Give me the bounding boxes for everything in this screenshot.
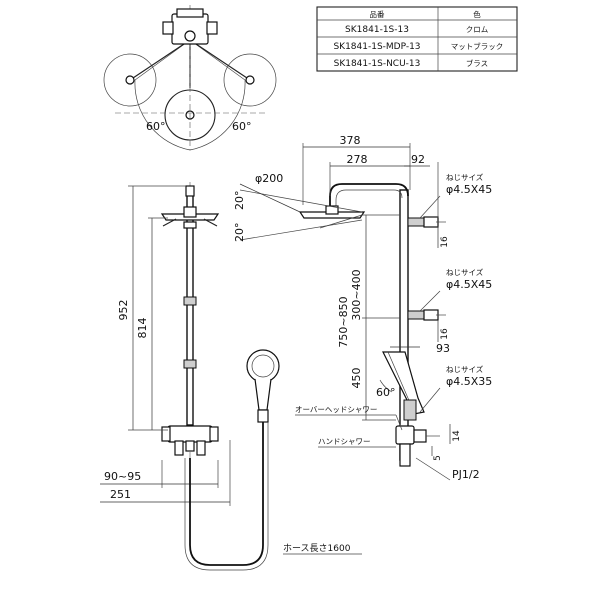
dim-head-adjust: 300~400 — [350, 269, 363, 320]
top-angle-right: 60° — [232, 120, 252, 133]
table-row-color: マットブラック — [451, 41, 504, 51]
dim-16b: 16 — [440, 328, 450, 340]
screw-size: φ4.5X35 — [446, 375, 492, 388]
dim-width: 251 — [110, 488, 131, 501]
dim-14: 14 — [452, 430, 462, 442]
dim-5: 5 — [433, 455, 443, 461]
table-row-model: SK1841-1S-13 — [345, 25, 409, 35]
front-view: 952 814 90~95 251 — [100, 182, 231, 506]
dim-16a: 16 — [440, 236, 450, 248]
dim-60: 60° — [376, 386, 396, 399]
dim-total-height: 952 — [117, 300, 130, 321]
dim-tilt-down: 20° — [233, 223, 246, 243]
side-view: φ200 20° 20° 300~400 750~850 450 378 — [233, 134, 492, 481]
spec-table: 品番 色 SK1841-1S-13 クロム SK1841-1S-MDP-13 マ… — [316, 6, 518, 72]
table-row-color: クロム — [466, 25, 489, 34]
table-header-color: 色 — [473, 9, 481, 19]
table-row-model: SK1841-1S-NCU-13 — [334, 59, 421, 69]
label-overhead-shower: オーバーヘッドシャワー — [295, 405, 377, 414]
dim-head-dia: φ200 — [255, 172, 283, 185]
screw-size: φ4.5X45 — [446, 183, 492, 196]
hose-length-label: ホース長さ1600 — [283, 543, 351, 554]
screw-size: φ4.5X45 — [446, 278, 492, 291]
table-header-model: 品番 — [370, 9, 385, 19]
label-hand-shower: ハンドシャワー — [318, 437, 371, 446]
table-row-color: ブラス — [466, 58, 488, 68]
dim-arm: 278 — [347, 153, 368, 166]
top-angle-left: 60° — [146, 120, 166, 133]
dim-offset-range: 90~95 — [104, 470, 141, 483]
dim-holder-range: 750~850 — [337, 296, 350, 347]
top-view: 60° 60° — [103, 5, 277, 151]
dim-bar-height: 814 — [136, 318, 149, 339]
label-thread: PJ1/2 — [452, 468, 480, 481]
dim-offset: 92 — [411, 153, 425, 166]
dim-450: 450 — [350, 368, 363, 389]
dim-total-width: 378 — [340, 134, 361, 147]
screw-label: ねじサイズ — [446, 364, 484, 374]
screw-label: ねじサイズ — [446, 267, 484, 277]
dim-tilt-up: 20° — [233, 191, 246, 211]
table-row-model: SK1841-1S-MDP-13 — [333, 42, 420, 52]
hand-shower: ホース長さ1600 — [184, 349, 362, 571]
screw-label: ねじサイズ — [446, 172, 484, 182]
dim-93: 93 — [436, 342, 450, 355]
